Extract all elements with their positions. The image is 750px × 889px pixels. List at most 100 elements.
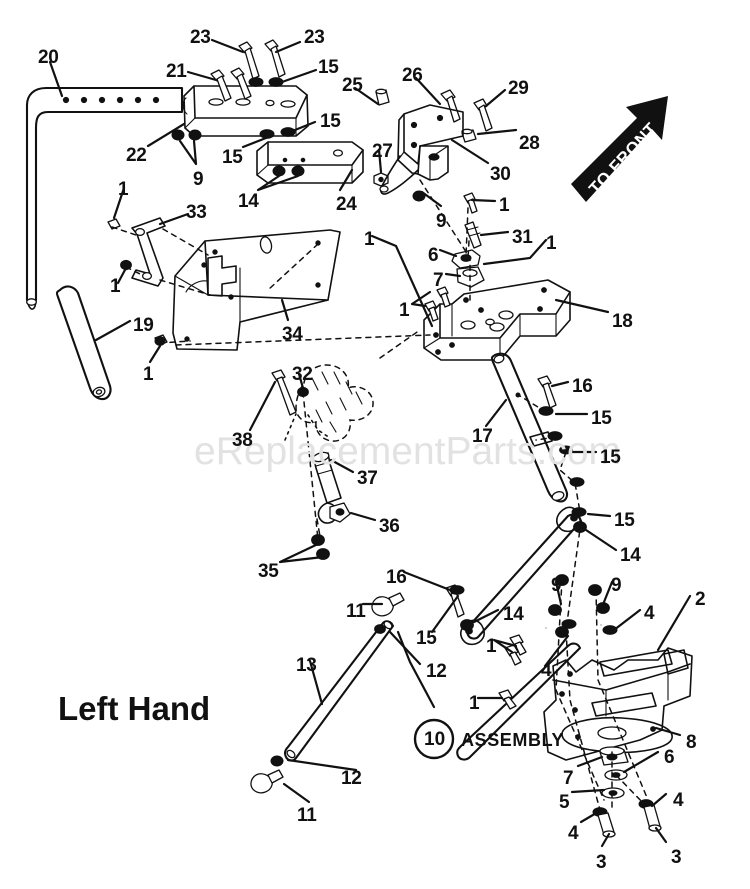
- part-callout-33: 33: [186, 202, 207, 223]
- part-callout-14: 14: [503, 604, 524, 625]
- part-13-long-rod: [283, 620, 395, 762]
- part-callout-11: 11: [346, 601, 366, 622]
- part-callout-1: 1: [118, 179, 129, 200]
- assembly-callout-label: ASSEMBLY: [461, 730, 565, 750]
- part-21-bolts: [210, 67, 252, 102]
- part-callout-23: 23: [304, 27, 325, 48]
- callout-leader-lines: [48, 38, 692, 848]
- part-callout-26: 26: [402, 65, 423, 86]
- part-callout-25: 25: [342, 75, 363, 96]
- part-callout-21: 21: [166, 61, 187, 82]
- part-callout-31: 31: [512, 227, 533, 248]
- part-11-rod-ends: [250, 592, 405, 794]
- part-callout-1: 1: [364, 229, 375, 250]
- part-19-grip-tube: [55, 285, 112, 401]
- assembly-callout-circle: [413, 718, 455, 760]
- part-33-strap-bracket: [131, 217, 166, 287]
- part-callout-4: 4: [644, 603, 655, 624]
- part-callout-5: 5: [559, 792, 570, 813]
- part-callout-9: 9: [611, 575, 622, 596]
- part-9-4-washers-lower: [548, 574, 618, 638]
- part-callout-23: 23: [190, 27, 211, 48]
- part-1-bolts-plate: [424, 286, 451, 322]
- part-17-tube-link: [490, 352, 569, 503]
- page-title: Left Hand: [58, 690, 211, 727]
- part-callout-11: 11: [297, 805, 317, 826]
- watermark: eReplacementParts.com: [194, 430, 622, 473]
- part-callout-4: 4: [673, 790, 684, 811]
- part-callout-9: 9: [551, 575, 562, 596]
- part-callout-15: 15: [591, 408, 612, 429]
- part-24-bar-bracket: [256, 141, 364, 184]
- part-callout-22: 22: [126, 145, 147, 166]
- part-callout-9: 9: [436, 211, 447, 232]
- part-callout-3: 3: [596, 852, 607, 873]
- part-1-bolts-mid: [498, 634, 527, 710]
- part-callout-27: 27: [372, 141, 393, 162]
- part-callout-15: 15: [614, 510, 635, 531]
- part-9-washers-top: [171, 129, 202, 141]
- part-23-bolts: [238, 39, 286, 80]
- part-22-channel-bracket: [182, 85, 309, 137]
- part-callout-14: 14: [238, 191, 259, 212]
- part-callout-12: 12: [341, 768, 362, 789]
- part-callout-19: 19: [133, 315, 154, 336]
- part-callout-6: 6: [664, 747, 675, 768]
- part-callout-17: 17: [472, 426, 493, 447]
- part-20-handle-tube: [25, 86, 184, 310]
- part-callout-35: 35: [258, 561, 279, 582]
- part-34-deck-plate: [172, 229, 341, 351]
- part-18-main-plate: [423, 279, 571, 361]
- part-callout-1: 1: [469, 693, 480, 714]
- part-callout-16: 16: [572, 376, 593, 397]
- part-callout-13: 13: [296, 655, 317, 676]
- part-callout-1: 1: [399, 300, 410, 321]
- part-32-spring-shape: [295, 364, 374, 442]
- part-callout-2: 2: [695, 589, 706, 610]
- part-callout-15: 15: [416, 628, 437, 649]
- part-14-washers: [272, 165, 305, 177]
- part-2-lower-bracket: [543, 647, 693, 761]
- part-callout-7: 7: [563, 768, 574, 789]
- assembly-axis-lines: [111, 179, 649, 811]
- part-callout-29: 29: [508, 78, 529, 99]
- part-31-pin: [464, 221, 482, 249]
- part-12-diagonal-rod: [456, 642, 582, 761]
- part-callout-8: 8: [686, 732, 697, 753]
- part-callout-1: 1: [486, 636, 497, 657]
- part-callout-16: 16: [386, 567, 407, 588]
- part-9-washer-mid: [412, 190, 426, 202]
- part-callout-15: 15: [222, 147, 243, 168]
- part-callout-34: 34: [282, 324, 303, 345]
- part-callout-4: 4: [568, 823, 579, 844]
- part-26-bolt: [440, 89, 461, 123]
- part-36-rod-end: [329, 502, 351, 523]
- part-callout-37: 37: [357, 468, 378, 489]
- part-callout-1: 1: [143, 364, 154, 385]
- part-30-pivot-casting: [379, 104, 464, 195]
- part-callout-3: 3: [671, 847, 682, 868]
- part-callout-20: 20: [38, 47, 59, 68]
- part-callout-28: 28: [519, 133, 540, 154]
- part-callout-4: 4: [541, 660, 552, 681]
- part-28-spacer: [461, 128, 477, 143]
- part-1-bolt-a: [463, 192, 478, 214]
- part-29-bolt: [473, 98, 493, 132]
- part-callout-15: 15: [600, 447, 621, 468]
- to-front-arrow-icon: [571, 96, 668, 202]
- part-38-bolt: [271, 369, 297, 416]
- part-callout-30: 30: [490, 164, 511, 185]
- part-callout-1: 1: [546, 233, 557, 254]
- part-callout-1: 1: [110, 276, 121, 297]
- part-12-nuts: [270, 624, 386, 767]
- part-16-15-14-lower: [445, 584, 474, 631]
- part-callout-38: 38: [232, 430, 253, 451]
- part-16-bolt-upper: [537, 375, 557, 409]
- part-callout-1: 1: [499, 195, 510, 216]
- parts-3-4-bottom-bolts: [545, 627, 662, 838]
- part-callout-18: 18: [612, 311, 633, 332]
- part-callout-24: 24: [336, 194, 357, 215]
- part-callout-15: 15: [318, 57, 339, 78]
